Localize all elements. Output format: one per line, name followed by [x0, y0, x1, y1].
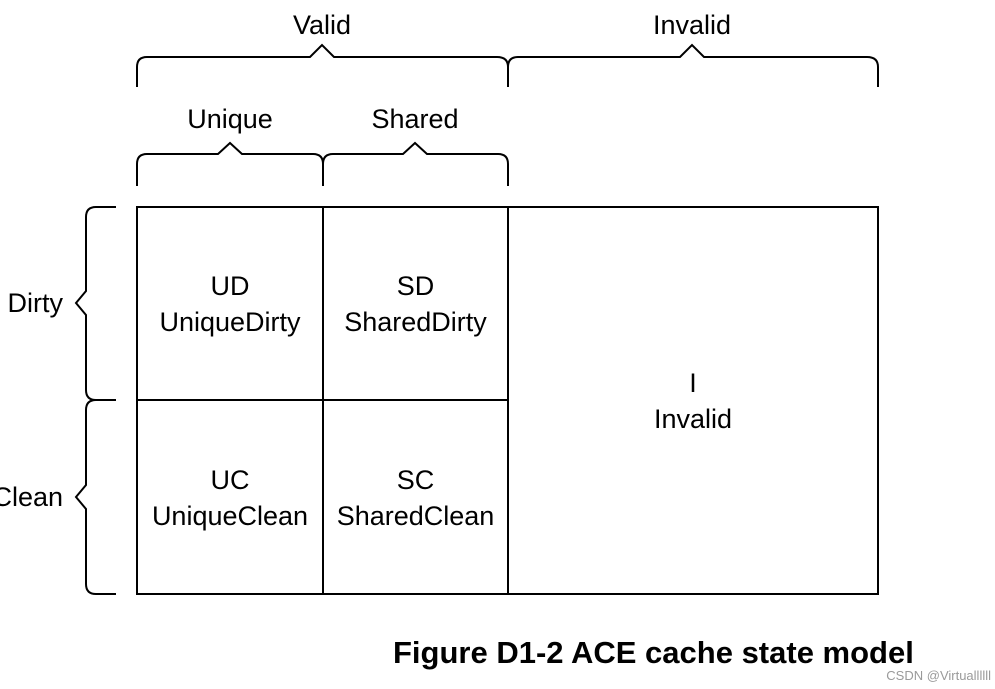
unique-label: Unique — [187, 104, 273, 134]
cell-shared-dirty: SD SharedDirty — [323, 207, 508, 400]
cell-ud-abbr: UD — [210, 270, 250, 301]
unique-brace — [136, 141, 324, 186]
dirty-brace — [74, 206, 116, 401]
dirty-label: Dirty — [7, 288, 64, 318]
cell-uc-abbr: UC — [210, 465, 250, 495]
cell-sd-name: SharedDirty — [344, 306, 487, 337]
cell-i-abbr: I — [689, 367, 697, 398]
cell-invalid: I Invalid — [508, 207, 878, 594]
cell-sd-abbr: SD — [396, 270, 435, 301]
watermark: CSDN @Virtuallllll — [886, 668, 991, 683]
cell-i-name: Invalid — [653, 403, 733, 434]
valid-label: Valid — [292, 10, 352, 40]
cell-sc-name: SharedClean — [336, 501, 495, 531]
invalid-brace — [507, 43, 879, 87]
valid-brace — [136, 43, 509, 87]
cell-ud-name: UniqueDirty — [159, 306, 301, 337]
cell-unique-clean: UC UniqueClean — [137, 400, 323, 594]
invalid-label: Invalid — [652, 10, 732, 40]
clean-brace — [74, 399, 116, 595]
figure-caption: Figure D1-2 ACE cache state model — [393, 635, 914, 670]
cell-unique-dirty: UD UniqueDirty — [137, 207, 323, 400]
cell-uc-name: UniqueClean — [151, 501, 309, 531]
shared-label: Shared — [371, 104, 459, 134]
cell-shared-clean: SC SharedClean — [323, 400, 508, 594]
clean-label: Clean — [0, 482, 63, 512]
cell-sc-abbr: SC — [396, 465, 435, 495]
shared-brace — [322, 141, 509, 186]
